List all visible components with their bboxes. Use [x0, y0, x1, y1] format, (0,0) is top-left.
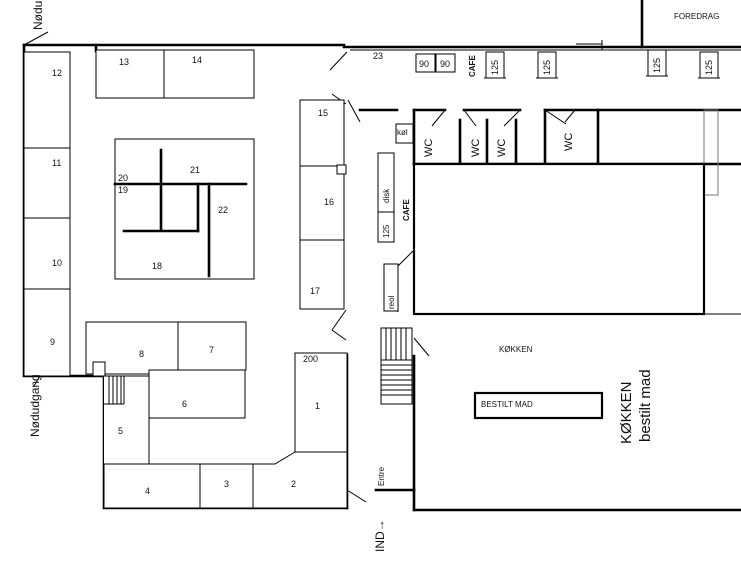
- stand-13: [95, 49, 165, 99]
- kitchen-big-label: KØKKEN: [618, 381, 635, 444]
- stand-8-label: 8: [139, 349, 144, 359]
- entrance-label: IND→: [373, 519, 387, 552]
- stand-23-label: 23: [373, 51, 383, 61]
- stand-12: [23, 51, 71, 149]
- stand-15-label: 15: [318, 108, 328, 118]
- stand-16: [299, 165, 345, 241]
- stand-14-label: 14: [192, 55, 202, 65]
- kitchen-label: KØKKEN: [499, 345, 533, 354]
- stand-2-label: 2: [291, 479, 296, 489]
- stand-200-label: 200: [303, 354, 318, 364]
- table-125-a-label: 125: [490, 60, 500, 75]
- wc-2-label: WC: [470, 139, 482, 157]
- table-125-c-label: 125: [652, 58, 662, 73]
- stand-15: [299, 99, 345, 167]
- table-90-a-label: 90: [419, 59, 429, 69]
- stand-9: [23, 288, 71, 377]
- stand-21-label: 21: [190, 165, 200, 175]
- emergency-exit-top-label: Nødudgang: [31, 0, 45, 30]
- shelf-label: reol: [387, 295, 396, 309]
- counter: [377, 152, 395, 243]
- stand-7-label: 7: [209, 345, 214, 355]
- stand-6-label: 6: [182, 399, 187, 409]
- stand-20-label: 20: [118, 173, 128, 183]
- wc-3-label: WC: [496, 139, 508, 157]
- stand-16-label: 16: [324, 197, 334, 207]
- doors: [23, 31, 430, 503]
- ordered-food-label: BESTILT MAD: [481, 400, 533, 409]
- entre-label: Entre: [377, 466, 386, 486]
- table-125-b-label: 125: [542, 60, 552, 75]
- counter-label: disk: [382, 188, 391, 203]
- stand-10: [23, 217, 71, 290]
- stand-10-label: 10: [52, 258, 62, 268]
- stand-11: [23, 147, 71, 219]
- stand-3-label: 3: [224, 479, 229, 489]
- table-125-d-label: 125: [704, 60, 714, 75]
- ordered-food-big-label: bestilt mad: [637, 369, 654, 442]
- tables-125: [484, 40, 720, 79]
- table-90-b: [435, 53, 456, 73]
- stand-17-label: 17: [310, 286, 320, 296]
- kitchen: [397, 162, 741, 420]
- emergency-exit-left-label: Nødudgang: [28, 374, 42, 437]
- stand-14: [163, 49, 255, 99]
- table-90-a: [415, 53, 436, 73]
- stand-4-label: 4: [145, 486, 150, 496]
- center-island: [113, 138, 255, 280]
- wc-1-label: WC: [423, 139, 435, 157]
- table-90-b-label: 90: [440, 59, 450, 69]
- stand-1-label: 1: [315, 401, 320, 411]
- cafe-label: CAFE: [402, 199, 411, 221]
- stand-11-label: 11: [52, 158, 61, 168]
- stand-19-label: 19: [118, 185, 128, 195]
- cafe-top-label: CAFE: [468, 55, 477, 77]
- fridge: [395, 123, 414, 144]
- stairs: [380, 327, 413, 405]
- stand-22-label: 22: [218, 205, 228, 215]
- stand-9-label: 9: [50, 337, 55, 347]
- stand-13-label: 13: [119, 57, 129, 67]
- stand-18-label: 18: [152, 261, 162, 271]
- stand-5-label: 5: [118, 426, 123, 436]
- small-fixture: [336, 164, 347, 175]
- foredrag-label: FOREDRAG: [674, 12, 719, 21]
- stand-12-label: 12: [52, 68, 62, 78]
- wc-4-label: WC: [563, 133, 575, 151]
- fridge-label: køl: [397, 128, 408, 137]
- lower-stands: [85, 321, 348, 509]
- table-125-e-label: 125: [382, 224, 391, 238]
- stand-17: [299, 239, 345, 310]
